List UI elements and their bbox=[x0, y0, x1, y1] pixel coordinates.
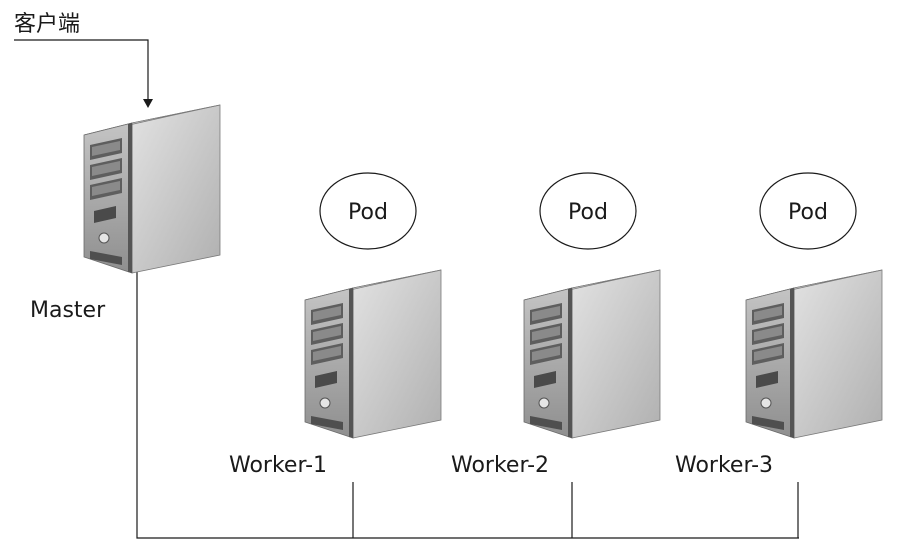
master-server-icon bbox=[83, 104, 221, 274]
worker-3-server-icon bbox=[745, 269, 883, 439]
worker-2-server-icon bbox=[523, 269, 661, 439]
worker-1-server-icon bbox=[304, 269, 442, 439]
client-label: 客户端 bbox=[14, 12, 80, 37]
pod-worker-1: Pod bbox=[319, 172, 417, 250]
pod-label: Pod bbox=[568, 200, 608, 225]
master-label: Master bbox=[30, 298, 106, 323]
client-arrow bbox=[14, 39, 149, 100]
pod-worker-2: Pod bbox=[539, 172, 637, 250]
pod-label: Pod bbox=[348, 200, 388, 225]
pod-worker-3: Pod bbox=[759, 172, 857, 250]
arrowhead-icon bbox=[143, 99, 153, 108]
pod-label: Pod bbox=[788, 200, 828, 225]
worker-3-label: Worker-3 bbox=[675, 453, 773, 478]
network-bus-line bbox=[136, 272, 799, 539]
worker-2-label: Worker-2 bbox=[451, 453, 549, 478]
worker-1-label: Worker-1 bbox=[229, 453, 327, 478]
